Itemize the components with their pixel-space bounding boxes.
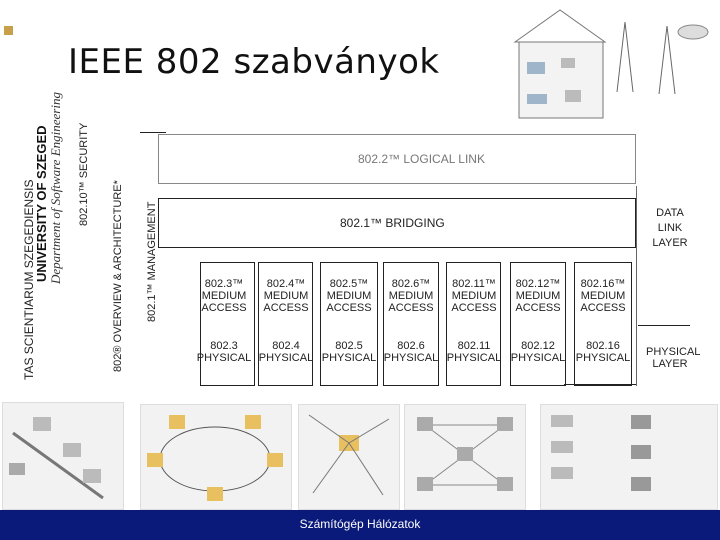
phy-std-4: 802.6 xyxy=(397,340,425,352)
bridging-label: 802.1™ BRIDGING xyxy=(340,216,445,230)
physical-layer-top-line xyxy=(638,325,690,326)
column-box xyxy=(258,262,313,386)
logo-university-text: UNIVERSITY OF SZEGED xyxy=(34,125,49,282)
column-box xyxy=(320,262,378,386)
physical-layer-label: PHYSICAL LAYER xyxy=(646,346,701,370)
ma-label-3: MEDIUM ACCESS xyxy=(326,290,372,314)
wireless-network-illustration xyxy=(505,2,715,128)
phy-label-6: PHYSICAL xyxy=(510,352,566,364)
ma-label-4: MEDIUM ACCESS xyxy=(388,290,434,314)
ma-label-6: MEDIUM ACCESS xyxy=(515,290,561,314)
ma-std-2: 802.4™ xyxy=(266,278,306,290)
phy-label-3: PHYSICAL xyxy=(321,352,377,364)
column-box xyxy=(446,262,501,386)
data-link-layer-label: DATA LINK LAYER xyxy=(652,207,688,249)
column-box xyxy=(510,262,566,386)
ma-std-3: 802.5™ xyxy=(329,278,369,290)
bus-network-svg xyxy=(9,417,104,500)
footer-bar xyxy=(0,510,720,540)
title-bullet xyxy=(4,26,13,35)
mesh-network-illustration xyxy=(404,404,526,510)
management-label: 802.1™ MANAGEMENT xyxy=(146,201,158,322)
logical-link-label: 802.2™ LOGICAL LINK xyxy=(358,152,485,166)
ring-network-illustration xyxy=(140,404,292,510)
ring-network-svg xyxy=(147,415,283,501)
phy-std-2: 802.4 xyxy=(272,340,300,352)
data-link-bracket-line xyxy=(636,186,637,386)
mesh-network-svg xyxy=(417,417,513,491)
phy-label-4: PHYSICAL xyxy=(383,352,439,364)
column-box xyxy=(383,262,439,386)
star-network-illustration xyxy=(298,404,400,510)
ma-label-5: MEDIUM ACCESS xyxy=(451,290,497,314)
overview-architecture-label: 802® OVERVIEW & ARCHITECTURE* xyxy=(112,180,124,372)
bridging-box xyxy=(158,198,636,248)
page-title: IEEE 802 szabványok xyxy=(68,42,440,82)
phy-label-7: PHYSICAL xyxy=(575,352,631,364)
ma-std-4: 802.6™ xyxy=(391,278,431,290)
phy-label-5: PHYSICAL xyxy=(446,352,502,364)
ma-std-7: 802.16™ xyxy=(580,278,626,290)
phy-std-5: 802.11 xyxy=(457,340,491,352)
phy-std-1: 802.3 xyxy=(210,340,238,352)
phy-std-3: 802.5 xyxy=(335,340,363,352)
ma-std-6: 802.12™ xyxy=(515,278,561,290)
column-box xyxy=(200,262,255,386)
footer-text: Számítógép Hálózatok xyxy=(299,517,421,531)
security-top-line xyxy=(140,132,166,133)
wireless-network-svg xyxy=(513,9,709,119)
logical-link-box xyxy=(158,134,636,184)
wireless-devices-illustration xyxy=(540,404,718,510)
phy-std-7: 802.16 xyxy=(586,340,620,352)
wireless-devices-svg xyxy=(551,415,651,491)
phy-label-2: PHYSICAL xyxy=(258,352,314,364)
phy-label-1: PHYSICAL xyxy=(196,352,252,364)
ma-label-2: MEDIUM ACCESS xyxy=(263,290,309,314)
star-network-svg xyxy=(308,414,390,496)
security-label: 802.10™ SECURITY xyxy=(78,122,90,226)
ma-label-7: MEDIUM ACCESS xyxy=(580,290,626,314)
ma-std-5: 802.11™ xyxy=(452,278,496,290)
diagram-bottom-line xyxy=(564,384,636,385)
ma-std-1: 802.3™ xyxy=(204,278,244,290)
column-box xyxy=(574,262,632,386)
bus-network-illustration xyxy=(2,402,124,510)
ma-label-1: MEDIUM ACCESS xyxy=(201,290,247,314)
phy-std-6: 802.12 xyxy=(521,340,555,352)
logo-department-text: Department of Software Engineering xyxy=(48,92,63,284)
